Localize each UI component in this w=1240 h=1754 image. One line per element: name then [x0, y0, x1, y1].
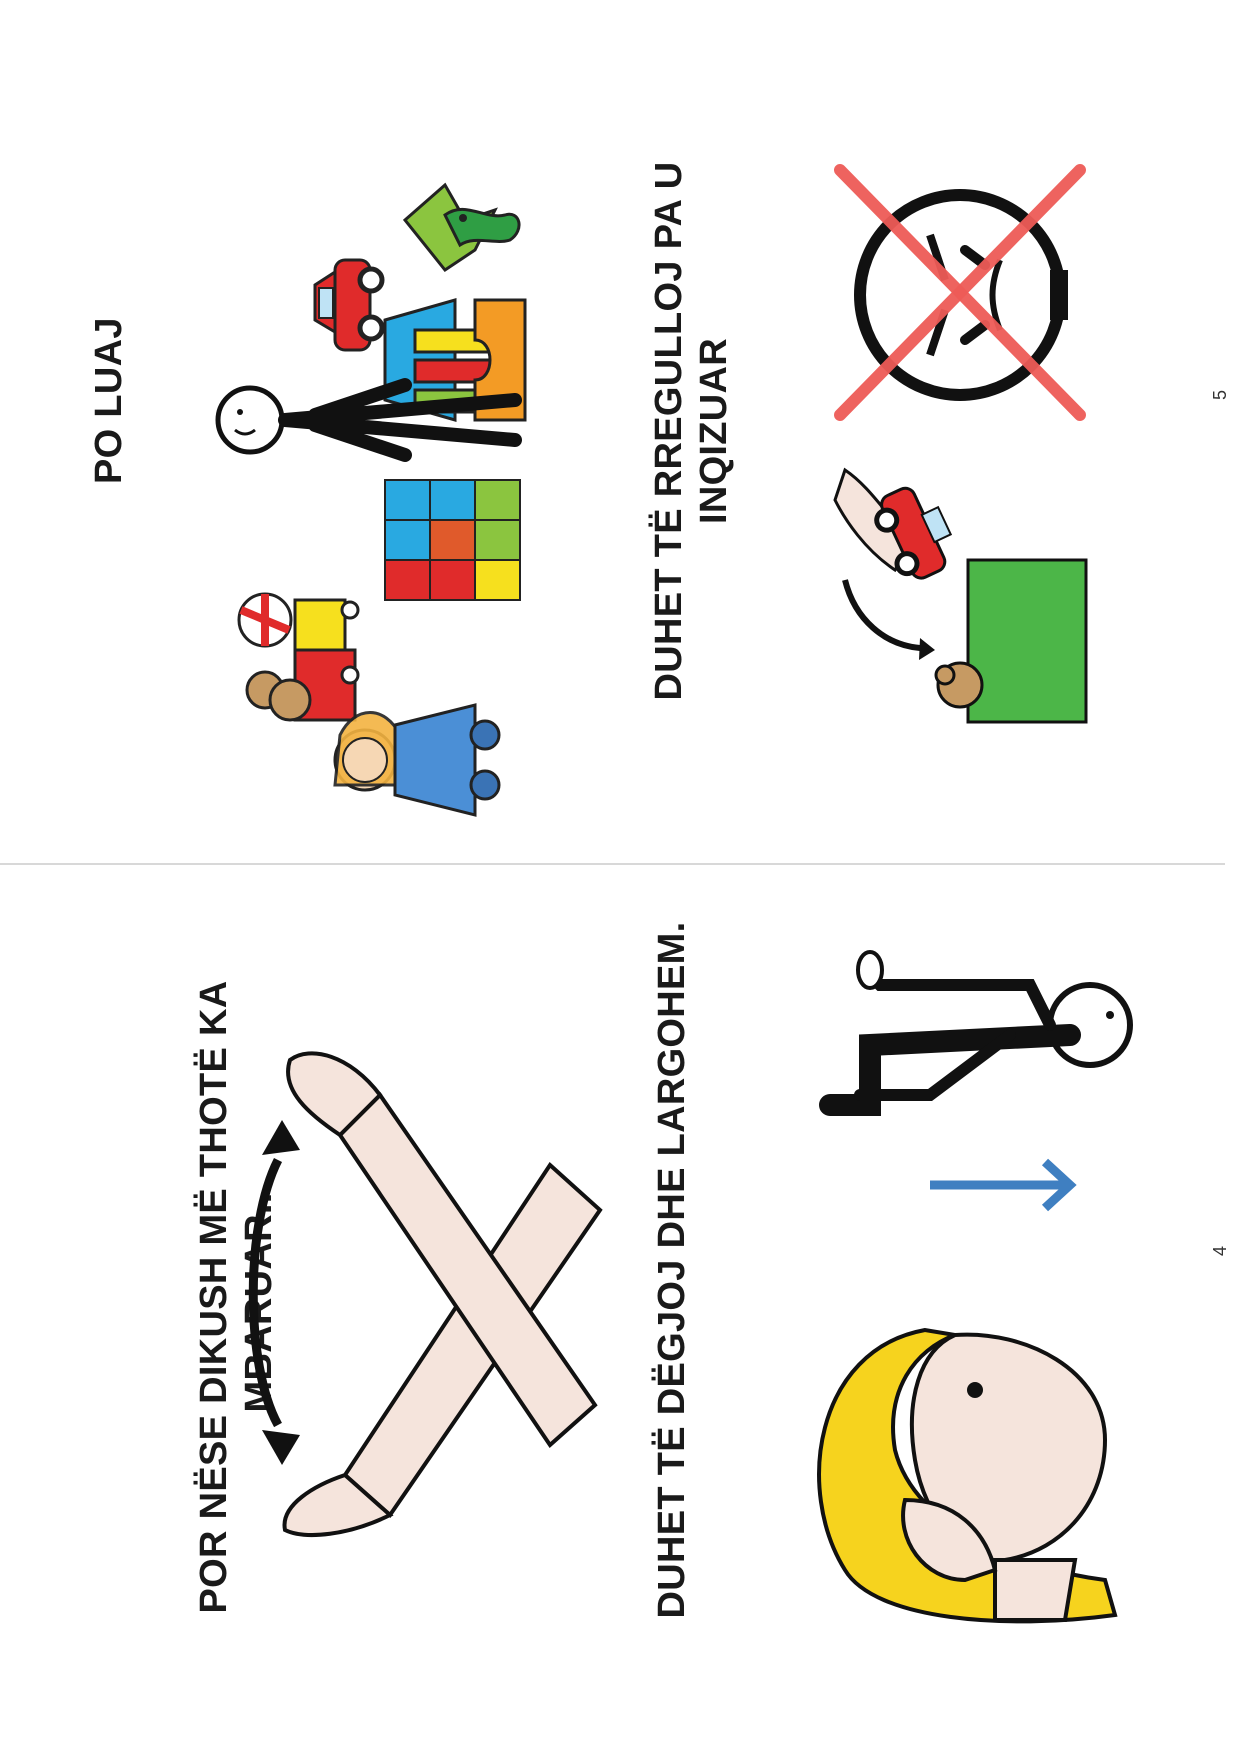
walking-figure-icon [819, 950, 1133, 1116]
page-divider [0, 863, 1225, 865]
page-number-5: 5 [1210, 390, 1230, 401]
arrow-up-icon [930, 1158, 1077, 1212]
caption-duhet-te-rregulloj: DUHET TË RREGULLOJ PA U INQIZUAR [648, 161, 735, 701]
no-angry-face-icon [834, 164, 1086, 421]
toys-collage-icon [215, 182, 527, 817]
tidy-toys-into-box-icon [833, 467, 1088, 724]
page-number-4: 4 [1210, 1246, 1230, 1257]
girl-listening-icon [817, 1327, 1118, 1624]
child-figure-icon [215, 378, 522, 462]
caption-duhet-te-degjoj: DUHET TË DËGJOJ DHE LARGOHEM. [651, 921, 693, 1619]
crossed-hands-finished-icon [248, 1051, 603, 1537]
caption-po-luaj: PO LUAJ [88, 317, 130, 484]
